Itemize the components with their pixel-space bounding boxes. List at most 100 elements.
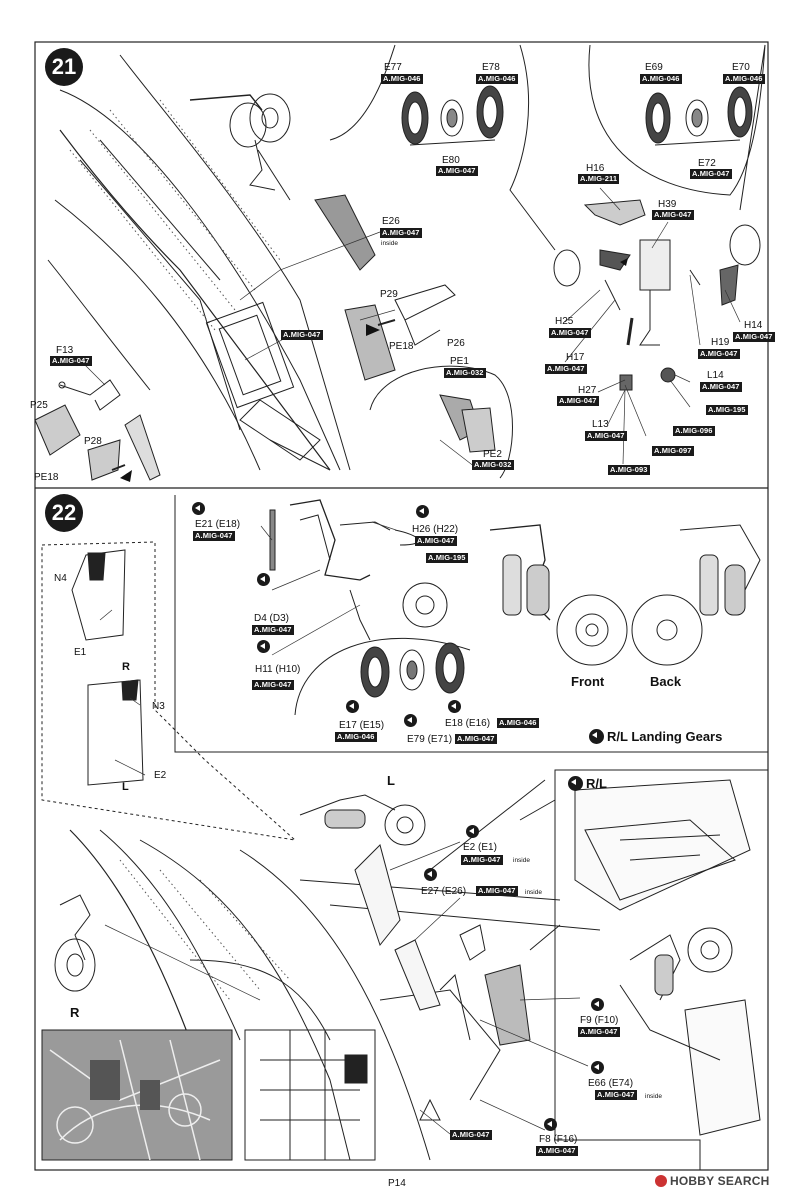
part-n4: N4 [54, 573, 67, 584]
side-marker-icon [346, 700, 359, 713]
paint-h17: A.MIG-047 [545, 364, 587, 374]
part-h17: H17 [566, 352, 585, 363]
part-p28: P28 [84, 436, 102, 447]
paint-e21: A.MIG-047 [193, 531, 235, 541]
paint-h26: A.MIG-047 [415, 536, 457, 546]
part-f9: F9 (F10) [580, 1015, 619, 1026]
paint-e17: A.MIG-046 [335, 732, 377, 742]
paint-e2-e1: A.MIG-047 [461, 855, 503, 865]
side-marker-icon [424, 868, 437, 881]
paint-d4: A.MIG-047 [252, 625, 294, 635]
part-h25: H25 [555, 316, 574, 327]
paint-m195-22: A.MIG-195 [426, 553, 468, 563]
part-p29: P29 [380, 289, 398, 300]
watermark-text: HOBBY SEARCH [670, 1174, 770, 1188]
side-l-gear: L [387, 773, 395, 788]
step-22-badge: 22 [45, 494, 83, 532]
note-e27-inside: inside [525, 889, 542, 896]
part-d4: D4 (D3) [254, 613, 290, 624]
part-e26: E26 [382, 216, 400, 227]
watermark-logo-icon [655, 1175, 667, 1187]
label-back: Back [650, 674, 682, 689]
side-r-gear: R [70, 1005, 80, 1020]
paint-e27: A.MIG-047 [476, 886, 518, 896]
part-p25: P25 [30, 400, 48, 411]
paint-e72: A.MIG-047 [690, 169, 732, 179]
side-l-lower: L [122, 781, 129, 793]
part-e17: E17 (E15) [339, 720, 385, 731]
part-n3: N3 [152, 701, 165, 712]
paint-pe1: A.MIG-032 [444, 368, 486, 378]
paint-e69: A.MIG-046 [640, 74, 682, 84]
part-e77: E77 [384, 62, 402, 73]
side-marker-icon [192, 502, 205, 515]
part-pe18-bottom: PE18 [34, 472, 59, 483]
part-e21: E21 (E18) [195, 519, 241, 530]
paint-fuselage-b: A.MIG-047 [450, 1130, 492, 1140]
note-e2-inside: inside [513, 857, 530, 864]
side-r-upper: R [122, 661, 130, 673]
paint-m093: A.MIG-093 [608, 465, 650, 475]
label-front: Front [571, 674, 605, 689]
side-marker-icon [568, 776, 583, 791]
part-pe18-top: PE18 [389, 341, 414, 352]
paint-h39: A.MIG-047 [652, 210, 694, 220]
part-h14: H14 [744, 320, 763, 331]
note-e26-inside: inside [381, 240, 398, 247]
paint-fuselage-a: A.MIG-047 [281, 330, 323, 340]
paint-m195-21: A.MIG-195 [706, 405, 748, 415]
part-e27: E27 (E26) [421, 886, 467, 897]
paint-l14: A.MIG-047 [700, 382, 742, 392]
paint-h25: A.MIG-047 [549, 328, 591, 338]
paint-h11: A.MIG-047 [252, 680, 294, 690]
part-e2: E2 [154, 770, 167, 781]
side-marker-icon [257, 573, 270, 586]
paint-h19: A.MIG-047 [698, 349, 740, 359]
side-marker-icon [257, 640, 270, 653]
part-pe2: PE2 [483, 449, 502, 460]
paint-h27: A.MIG-047 [557, 396, 599, 406]
paint-h14: A.MIG-047 [733, 332, 775, 342]
paint-h16: A.MIG-211 [578, 174, 620, 184]
paint-f9: A.MIG-047 [578, 1027, 620, 1037]
paint-m097: A.MIG-097 [652, 446, 694, 456]
page-number: P14 [388, 1178, 406, 1189]
part-h27: H27 [578, 385, 597, 396]
part-h19: H19 [711, 337, 730, 348]
side-marker-icon [591, 998, 604, 1011]
side-marker-icon [591, 1061, 604, 1074]
part-e79: E79 (E71) [407, 734, 453, 745]
heading-rl-detail: R/L [586, 776, 607, 791]
paint-f8: A.MIG-047 [536, 1146, 578, 1156]
paint-e77: A.MIG-046 [381, 74, 423, 84]
part-l13: L13 [592, 419, 609, 430]
part-h39: H39 [658, 199, 677, 210]
side-marker-icon [544, 1118, 557, 1131]
part-p26: P26 [447, 338, 465, 349]
side-marker-icon [466, 825, 479, 838]
part-e1: E1 [74, 647, 87, 658]
part-e18: E18 (E16) [445, 718, 491, 729]
part-e69: E69 [645, 62, 663, 73]
side-marker-icon [416, 505, 429, 518]
paint-f13: A.MIG-047 [50, 356, 92, 366]
side-marker-icon [589, 729, 604, 744]
part-e66: E66 (E74) [588, 1078, 634, 1089]
part-pe1: PE1 [450, 356, 469, 367]
part-e72: E72 [698, 158, 716, 169]
part-l14: L14 [707, 370, 724, 381]
part-h26: H26 (H22) [412, 524, 459, 535]
paint-l13: A.MIG-047 [585, 431, 627, 441]
paint-e18: A.MIG-046 [497, 718, 539, 728]
paint-m096: A.MIG-096 [673, 426, 715, 436]
note-e66-inside: inside [645, 1093, 662, 1100]
part-h11: H11 (H10) [255, 664, 301, 675]
side-marker-icon [404, 714, 417, 727]
watermark: HOBBY SEARCH [655, 1174, 770, 1188]
part-e2-e1: E2 (E1) [463, 842, 497, 853]
paint-e70: A.MIG-046 [723, 74, 765, 84]
paint-e66: A.MIG-047 [595, 1090, 637, 1100]
paint-e80: A.MIG-047 [436, 166, 478, 176]
paint-e79: A.MIG-047 [455, 734, 497, 744]
part-f8: F8 (F16) [539, 1134, 578, 1145]
